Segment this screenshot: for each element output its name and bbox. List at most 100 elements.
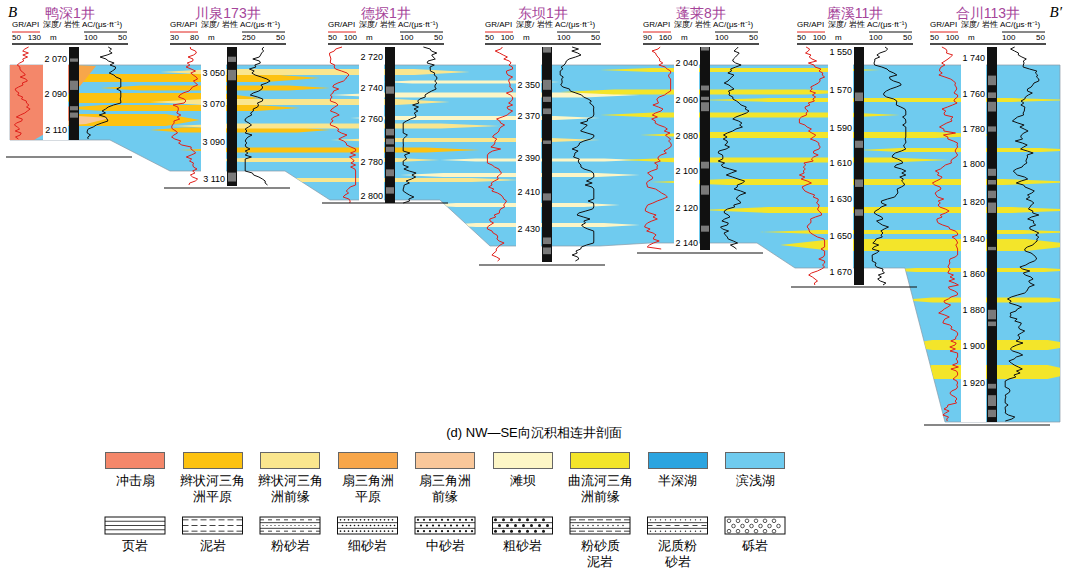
well-name: 东坝1井 [518,5,568,21]
lithology-bed [701,86,709,91]
pattern-dot [352,519,354,521]
lithology-bed [988,92,996,98]
depth-label: 2 140 [675,238,698,248]
pattern-dot [384,530,386,532]
header-rule [797,43,913,44]
header-rule [643,43,759,44]
lithology-column [227,47,237,186]
track-header: 深度/ [674,20,692,29]
pattern-dot [417,530,419,532]
pattern-dot [546,524,549,527]
depth-label: 2 740 [360,83,383,93]
facies-lens [700,207,1068,213]
swatch-frame [260,517,320,534]
pattern-ring [754,519,758,523]
pattern-line [183,525,243,526]
track-header: 岩性 [849,20,865,29]
scale-value: 100 [84,33,97,42]
scale-value: 100 [501,33,514,42]
swatch-frame [570,517,630,534]
pattern-dot [518,530,521,533]
pattern-line [105,521,165,522]
legend-text: 泥质粉砂岩 [657,538,699,569]
pattern-dot [592,525,593,526]
depth-label: 1 920 [962,378,985,388]
gr-scale-line [12,32,40,33]
ac-curve [560,47,594,261]
pattern-dot [494,518,497,521]
well-name: 合川113井 [956,5,1020,21]
pattern-dot [471,519,473,521]
pattern-dot [438,524,440,526]
pattern-dot [435,519,437,521]
pattern-dot [542,530,545,533]
base-line [479,264,605,265]
pattern-dot [459,519,461,521]
facies-lens [60,105,300,111]
track-header: GR/API [930,20,957,29]
pattern-line [570,522,630,523]
scale-value: 250 [242,33,255,42]
lithology-bed [988,126,996,131]
depth-label: 2 350 [517,80,540,90]
pattern-dot [348,530,350,532]
ac-scale-line [715,32,758,33]
depth-track [828,47,853,285]
depth-unit: m [208,33,215,42]
pattern-line [570,531,630,532]
lithology-column [854,47,864,285]
pattern-dot [612,525,613,526]
gr-curve [645,47,672,249]
pattern-dot [364,519,366,521]
pattern-dot [471,530,473,532]
track-header: GR/API [797,20,824,29]
legend-swatch [570,452,630,469]
gr-curve [487,47,512,261]
pattern-dot [342,525,344,527]
well-log [6,32,132,157]
track-header: 深度/ [43,20,61,29]
pattern-dot [665,519,666,520]
lithology-column [987,47,997,422]
pattern-dot [352,530,354,532]
depth-label: 2 060 [675,95,698,105]
legend-swatch [260,452,320,469]
pattern-dot [364,530,366,532]
legend-swatch [338,452,398,469]
depth-label: 3 050 [202,68,225,78]
pattern-dot [376,519,378,521]
lithology-bed [543,97,551,102]
gr-scale-line [930,32,958,33]
header-rule [170,43,286,44]
pattern-dot [502,530,505,533]
pattern-dot [270,525,271,526]
track-header: 深度/ [359,20,377,29]
pattern-dot [290,525,291,526]
lithology-swatch [415,517,475,534]
base-line [924,424,1050,425]
facies-lens [700,98,1068,102]
lithology-bed [988,102,996,112]
pattern-line [493,528,553,529]
lithology-column [700,47,710,250]
base-line [637,252,763,253]
pattern-ring [768,524,772,528]
lithology-bed [228,57,236,62]
pattern-dot [587,525,588,526]
pattern-ring [763,529,767,533]
scale-value: 100 [813,33,826,42]
lithology-bed [70,58,78,61]
lithology-bed [701,162,709,169]
well-log [924,32,1050,425]
pattern-dot [680,530,681,531]
lithology-column [542,47,552,262]
depth-label: 2 370 [517,111,540,121]
track-header: 深度/ [516,20,534,29]
depth-label: 2 760 [360,114,383,124]
track-header: AC/(μs·ft⁻¹) [713,20,753,29]
pattern-dot [522,524,525,527]
lithology-bed [988,203,996,213]
pattern-dot [526,518,529,521]
scale-value: 100 [715,33,728,42]
lithology-bed [701,185,709,194]
